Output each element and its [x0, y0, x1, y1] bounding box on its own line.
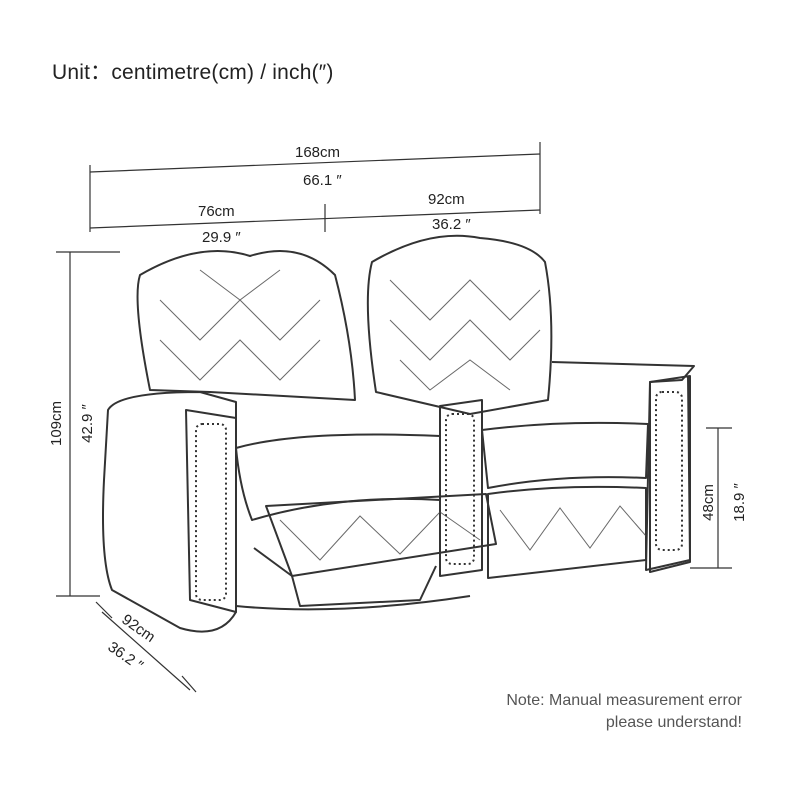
total-width-cm: 168cm	[295, 144, 341, 161]
height-cm: 109cm	[48, 400, 66, 447]
total-width-line	[89, 153, 541, 173]
note-line-1: Note: Manual measurement error	[506, 692, 742, 709]
left-width-in: 29.9 ″	[202, 229, 241, 246]
arm-height-cm: 48cm	[699, 484, 717, 521]
measurement-note: Note: Manual measurement error please un…	[506, 690, 742, 734]
depth-line	[101, 611, 191, 691]
unit-label: Unit：centimetre(cm) / inch(″)	[52, 61, 334, 84]
right-width-cm: 92cm	[428, 191, 465, 208]
arm-height-in: 18.9 ″	[730, 483, 748, 522]
right-width-in: 36.2 ″	[432, 216, 471, 233]
left-width-cm: 76cm	[198, 203, 235, 220]
total-width-in: 66.1 ″	[303, 172, 342, 189]
height-in: 42.9 ″	[78, 404, 96, 443]
seat-width-line	[89, 209, 541, 229]
note-line-2: please understand!	[605, 714, 742, 731]
